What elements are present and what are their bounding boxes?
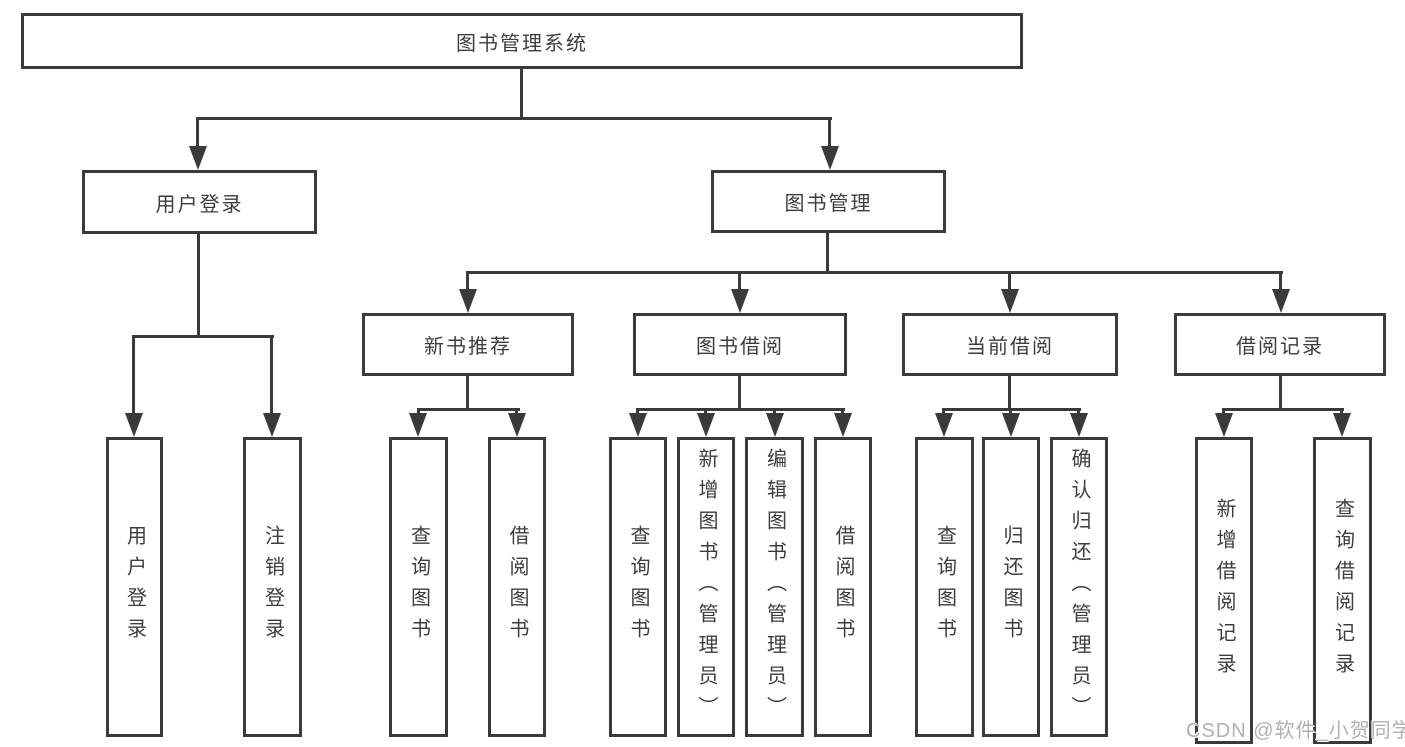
arrowhead-icon: [731, 289, 749, 313]
node-borrowing-records: 借阅记录: [1174, 313, 1386, 376]
node-label: 查询图书: [627, 525, 649, 649]
node-label: 归还图书: [1000, 525, 1022, 649]
leaf-query-books-recommend: 查询图书: [389, 437, 448, 737]
connector-line: [942, 408, 945, 416]
node-label: 查询借阅记录: [1331, 497, 1354, 684]
leaf-edit-books-admin: 编辑图书（管理员）: [745, 437, 804, 737]
leaf-query-books-current: 查询图书: [915, 437, 974, 737]
connector-line: [1077, 408, 1080, 416]
leaf-add-borrow-record: 新增借阅记录: [1195, 437, 1253, 744]
arrowhead-icon: [766, 413, 784, 437]
node-current-borrowing: 当前借阅: [902, 313, 1118, 376]
arrowhead-icon: [834, 413, 852, 437]
arrowhead-icon: [409, 413, 427, 437]
connector-line: [826, 232, 829, 274]
connector-line: [738, 271, 741, 291]
node-new-book-recommendation: 新书推荐: [362, 313, 574, 376]
connector-line: [773, 408, 776, 416]
arrowhead-icon: [1333, 413, 1351, 437]
connector-line: [1008, 271, 1011, 291]
arrowhead-icon: [1215, 413, 1233, 437]
arrowhead-icon: [1001, 289, 1019, 313]
connector-line: [466, 271, 1283, 274]
node-label: 当前借阅: [966, 336, 1054, 358]
node-label: 查询图书: [933, 525, 956, 649]
connector-line: [1009, 408, 1012, 416]
node-book-management: 图书管理: [711, 170, 946, 233]
arrowhead-icon: [1002, 413, 1020, 437]
node-label: 新增图书（管理员）: [695, 447, 717, 727]
connector-line: [520, 69, 523, 120]
connector-line: [1340, 408, 1343, 416]
csdn-watermark: CSDN @软件_小贺同学: [1186, 720, 1405, 742]
arrowhead-icon: [629, 413, 647, 437]
arrowhead-icon: [935, 413, 953, 437]
connector-line: [1279, 375, 1282, 410]
leaf-borrow-books-recommend: 借阅图书: [488, 437, 546, 737]
connector-line: [828, 117, 831, 147]
leaf-confirm-return-admin: 确认归还（管理员）: [1050, 437, 1108, 737]
connector-line: [132, 335, 135, 415]
node-label: 用户登录: [155, 193, 244, 216]
node-label: 图书管理系统: [456, 32, 588, 55]
connector-line: [841, 408, 844, 416]
connector-line: [133, 335, 274, 338]
connector-line: [270, 335, 273, 415]
arrowhead-icon: [697, 413, 715, 437]
node-label: 注销登录: [261, 525, 284, 649]
node-label: 图书借阅: [696, 336, 784, 358]
leaf-borrow-books: 借阅图书: [814, 437, 872, 737]
node-book-borrowing: 图书借阅: [633, 313, 847, 376]
connector-line: [636, 408, 639, 416]
leaf-user-login: 用户登录: [106, 437, 163, 737]
leaf-query-books-borrowing: 查询图书: [609, 437, 667, 737]
connector-line: [704, 408, 707, 416]
leaf-return-books: 归还图书: [982, 437, 1040, 737]
node-label: 借阅记录: [1236, 336, 1324, 358]
connector-line: [197, 233, 200, 337]
arrowhead-icon: [1070, 413, 1088, 437]
connector-line: [466, 375, 469, 410]
arrowhead-icon: [821, 146, 839, 170]
connector-line: [738, 375, 741, 410]
arrowhead-icon: [508, 413, 526, 437]
connector-line: [417, 408, 420, 416]
node-label: 新书推荐: [424, 336, 512, 358]
arrowhead-icon: [1272, 289, 1290, 313]
connector-line: [1222, 408, 1344, 411]
leaf-add-books-admin: 新增图书（管理员）: [677, 437, 735, 737]
node-label: 借阅图书: [506, 525, 528, 649]
connector-line: [466, 271, 469, 291]
node-label: 借阅图书: [832, 525, 854, 649]
node-label: 查询图书: [407, 525, 430, 649]
connector-line: [636, 408, 845, 411]
node-label: 图书管理: [784, 193, 873, 215]
connector-line: [196, 117, 199, 147]
node-label: 用户登录: [123, 525, 146, 649]
arrowhead-icon: [459, 289, 477, 313]
node-user-login: 用户登录: [82, 170, 317, 234]
node-label: 编辑图书（管理员）: [763, 447, 786, 727]
arrowhead-icon: [189, 146, 207, 170]
node-label: 新增借阅记录: [1213, 497, 1235, 684]
connector-line: [515, 408, 518, 416]
node-label: 确认归还（管理员）: [1068, 447, 1090, 727]
node-library-management-system: 图书管理系统: [21, 13, 1023, 69]
leaf-logout: 注销登录: [243, 437, 302, 737]
arrowhead-icon: [263, 413, 281, 437]
connector-line: [417, 408, 520, 411]
connector-line: [1279, 271, 1282, 291]
connector-line: [1222, 408, 1225, 416]
leaf-query-borrow-record: 查询借阅记录: [1313, 437, 1372, 744]
connector-line: [1008, 375, 1011, 410]
arrowhead-icon: [125, 413, 143, 437]
connector-line: [196, 117, 832, 120]
